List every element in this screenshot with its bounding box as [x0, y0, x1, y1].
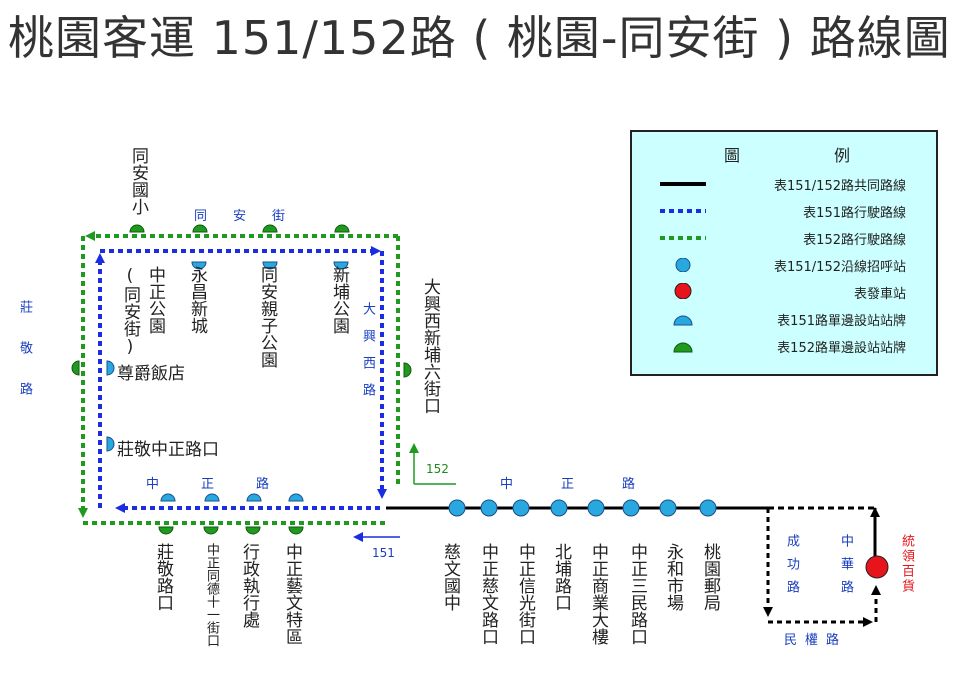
- stop-152-xinpu-park: [334, 224, 350, 233]
- legend-heading-left: 圖: [724, 146, 741, 165]
- stop-151-zz-1: [160, 493, 176, 502]
- stop-label-post-office: 桃園郵局: [700, 543, 720, 611]
- legend-item-shared-stop: 表151/152沿線招呼站: [632, 253, 936, 277]
- stop-post-office: [699, 499, 717, 517]
- stop-label-hotel: 尊爵飯店: [117, 364, 185, 384]
- stop-label-zhongzheng-park-note: (同安街): [120, 266, 140, 357]
- legend-box: 圖 例 表151/152路共同路線 表151路行駛路線 表152路行駛路線 表1…: [630, 130, 938, 376]
- road-label-zhuangjing: 莊敬路: [17, 300, 32, 423]
- stop-151-hotel: [106, 360, 115, 376]
- legend-item-152-stop: 表152路單邊設站站牌: [632, 334, 936, 358]
- stop-152-arts: [288, 526, 304, 535]
- stop-zz-xinguang: [512, 499, 530, 517]
- road-label-minquan: 民權路: [784, 633, 848, 648]
- legend-item-152-line: 表152路行駛路線: [632, 226, 936, 250]
- stop-151-zhongzheng-park: [191, 261, 207, 270]
- green-half-circle-icon: [673, 342, 693, 353]
- blue-half-circle-icon: [673, 315, 693, 326]
- stop-label-zz-xinguang: 中正信光街口: [515, 543, 535, 645]
- stop-label-yongchang: 永昌新城: [187, 266, 207, 334]
- road-label-chenggong: 成功路: [784, 534, 799, 603]
- road-label-zhongzheng-west: 中正路: [146, 477, 312, 492]
- legend-heading-right: 例: [834, 146, 851, 165]
- stop-label-terminal: 統領百貨: [899, 534, 914, 594]
- shared-stops: [448, 499, 717, 517]
- stop-label-zhuangjing-rd: 莊敬路口: [153, 543, 173, 611]
- stop-yonghe-market: [659, 499, 677, 517]
- green-dotted-line-icon: [660, 236, 706, 240]
- blue-dotted-line-icon: [660, 209, 706, 213]
- stop-label-tongan-park: 同安親子公園: [257, 266, 277, 368]
- legend-label: 表152路單邊設站站牌: [777, 341, 906, 356]
- stop-label-zhuangjing-zz: 莊敬中正路口: [117, 440, 219, 460]
- stop-152-tongan-park: [262, 224, 278, 233]
- stop-label-admin-exec: 行政執行處: [239, 543, 259, 628]
- route-151-stops: [106, 261, 349, 502]
- road-label-zhongzheng-east: 中正路: [500, 477, 684, 492]
- solid-line-icon: [660, 182, 706, 186]
- blue-circle-icon: [675, 258, 691, 272]
- legend-label: 表發車站: [853, 287, 906, 302]
- stop-zz-commercial: [587, 499, 605, 517]
- stop-152-daxing: [403, 362, 412, 378]
- stop-label-zz-ciwen: 中正慈文路口: [478, 543, 498, 645]
- stop-zz-ciwen: [480, 499, 498, 517]
- legend-label: 表151路行駛路線: [803, 206, 906, 221]
- stop-label-zz-commercial: 中正商業大樓: [588, 543, 608, 645]
- road-label-tongan: 同安街: [194, 209, 312, 224]
- stop-label-beipu: 北埔路口: [551, 543, 571, 611]
- stop-152-zhuangjing-rd: [158, 526, 174, 535]
- direction-label-152: 152: [426, 462, 449, 476]
- stop-151-zz-3: [246, 493, 262, 502]
- stop-152-zhuangjing: [71, 360, 80, 376]
- stop-label-tongan-elem: 同安國小: [128, 147, 148, 215]
- legend-item-terminal: 表發車站: [632, 280, 936, 304]
- map-title: 桃園客運 151/152路 ( 桃園-同安街 ) 路線圖: [8, 11, 951, 65]
- legend-label: 表151/152路共同路線: [773, 179, 906, 194]
- stop-151-zz-4: [288, 493, 304, 502]
- stop-label-zhongzheng-park: 中正公園: [145, 266, 165, 334]
- stop-label-tongde11: 中正同德十一街口: [204, 543, 219, 647]
- route-152-line: [78, 231, 400, 525]
- stop-label-daxing-xinpu6: 大興西新埔六街口: [420, 278, 440, 414]
- stop-label-zz-sanmin: 中正三民路口: [627, 543, 647, 645]
- legend-item-151-stop: 表151路單邊設站站牌: [632, 307, 936, 331]
- legend-label: 表151路單邊設站站牌: [777, 314, 906, 329]
- direction-label-151: 151: [372, 546, 395, 560]
- stop-152-tongan-elem: [129, 224, 145, 233]
- stop-ciwen-jh: [448, 499, 466, 517]
- road-label-zhonghua: 中華路: [838, 534, 853, 603]
- stop-label-yonghe-market: 永和市場: [663, 543, 683, 611]
- legend-label: 表152路行駛路線: [803, 233, 906, 248]
- road-label-daxingxi: 大興西路: [360, 302, 375, 410]
- direction-152-arrow: [409, 443, 456, 485]
- stop-151-tongan-park: [333, 261, 349, 270]
- stop-151-yongchang: [262, 261, 278, 270]
- stop-beipu: [550, 499, 568, 517]
- stop-label-arts-district: 中正藝文特區: [282, 543, 302, 645]
- stop-label-xinpu-park: 新埔公園: [329, 266, 349, 334]
- stop-152-tongde: [203, 526, 219, 535]
- legend-label: 表151/152沿線招呼站: [773, 260, 906, 275]
- stop-151-zhuangjing-zz: [106, 436, 115, 452]
- terminal-stop: [865, 555, 889, 579]
- stop-152-yongchang: [192, 224, 208, 233]
- stop-151-zz-2: [204, 493, 220, 502]
- stop-zz-sanmin: [622, 499, 640, 517]
- stop-label-ciwen-jh: 慈文國中: [440, 543, 460, 611]
- route-151-line: [95, 246, 387, 513]
- red-circle-icon: [674, 283, 692, 299]
- stop-152-admin: [245, 526, 261, 535]
- legend-item-151-line: 表151路行駛路線: [632, 199, 936, 223]
- legend-item-shared-line: 表151/152路共同路線: [632, 172, 936, 196]
- route-152-stops: [71, 224, 412, 535]
